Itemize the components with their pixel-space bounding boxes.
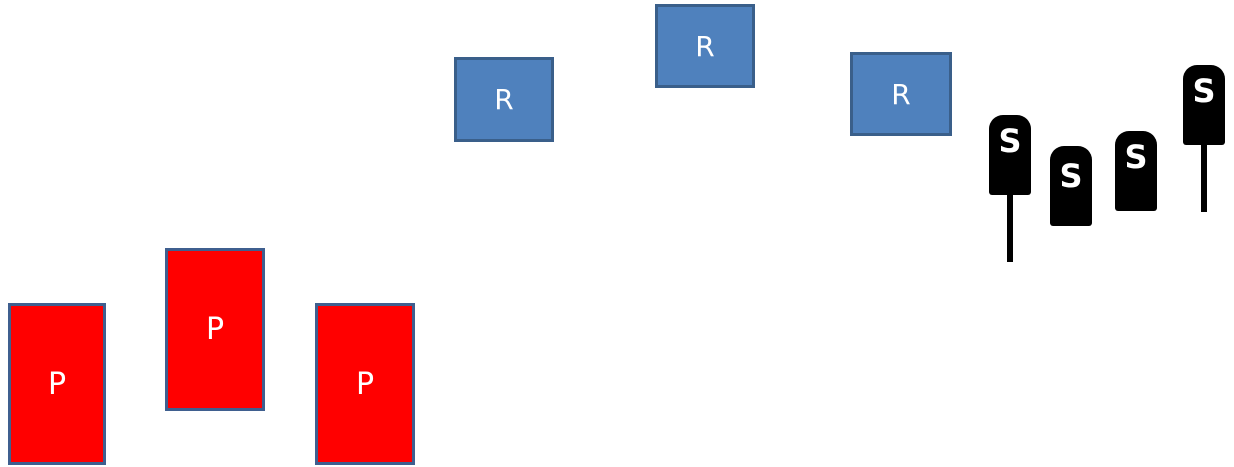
s-sign-3: S bbox=[1115, 131, 1157, 211]
s-sign-label: S bbox=[1192, 72, 1216, 110]
r-box-2: R bbox=[655, 4, 755, 88]
s-sign-label: S bbox=[998, 122, 1022, 160]
p-box-label: P bbox=[355, 366, 375, 402]
s-sign-1: S bbox=[989, 115, 1031, 262]
p-box-3: P bbox=[315, 303, 415, 465]
s-sign-head: S bbox=[1183, 65, 1225, 145]
s-sign-pole bbox=[1201, 145, 1207, 212]
r-box-1: R bbox=[454, 57, 554, 142]
r-box-3: R bbox=[850, 52, 952, 136]
s-sign-label: S bbox=[1059, 157, 1083, 195]
p-box-label: P bbox=[47, 366, 67, 402]
s-sign-head: S bbox=[1115, 131, 1157, 211]
r-box-label: R bbox=[695, 29, 715, 63]
r-box-label: R bbox=[891, 77, 911, 111]
s-sign-4: S bbox=[1183, 65, 1225, 212]
r-box-label: R bbox=[494, 83, 514, 116]
p-box-1: P bbox=[8, 303, 106, 465]
s-sign-head: S bbox=[989, 115, 1031, 195]
s-sign-head: S bbox=[1050, 146, 1092, 226]
p-box-label: P bbox=[205, 312, 225, 347]
s-sign-2: S bbox=[1050, 146, 1092, 226]
p-box-2: P bbox=[165, 248, 265, 411]
s-sign-label: S bbox=[1124, 138, 1148, 176]
s-sign-pole bbox=[1007, 195, 1013, 262]
